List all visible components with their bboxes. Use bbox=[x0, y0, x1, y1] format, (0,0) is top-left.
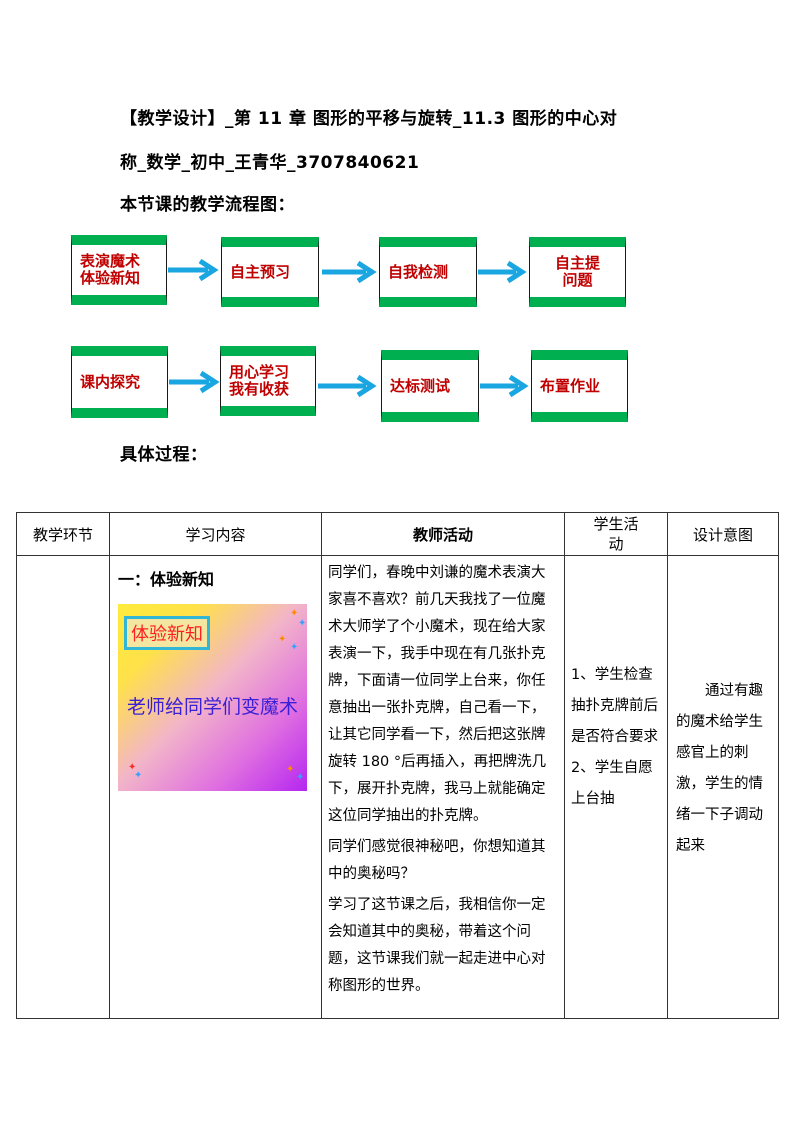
sparkle-icon: ✦ bbox=[290, 642, 299, 653]
flow-box-label: 布置作业 bbox=[540, 376, 601, 395]
sparkle-icon: ✦ bbox=[134, 770, 143, 781]
doc-title-line1: 【教学设计】_第 11 章 图形的平移与旋转_11.3 图形的中心对 bbox=[120, 109, 618, 129]
teacher-paragraph-1: 同学们，春晚中刘谦的魔术表演大家喜不喜欢？前几天我找了一位魔术大师学了个小魔术，… bbox=[328, 565, 547, 824]
flow-box-label: 达标测试 bbox=[390, 376, 451, 395]
flow-box-2-3: 达标测试 bbox=[381, 350, 479, 422]
sparkle-icon: ✦ bbox=[128, 762, 137, 773]
header-content: 学习内容 bbox=[109, 512, 322, 556]
flow-arrow-icon bbox=[168, 258, 219, 282]
flow-box-1-1: 表演魔术 体验新知 bbox=[71, 235, 167, 305]
flow-box-label: 表演魔术 体验新知 bbox=[80, 252, 141, 287]
doc-title-line2: 称_数学_初中_王青华_3707840621 bbox=[120, 153, 420, 173]
cell-student: 1、学生检查抽扑克牌前后是否符合要求 2、学生自愿上台抽 bbox=[564, 555, 668, 1019]
cell-teacher: 同学们，春晚中刘谦的魔术表演大家喜不喜欢？前几天我找了一位魔术大师学了个小魔术，… bbox=[321, 555, 565, 1019]
flow-box-1-2: 自主预习 bbox=[221, 237, 319, 307]
sparkle-icon: ✦ bbox=[286, 764, 295, 775]
teacher-paragraph-2: 同学们感觉很神秘吧，你想知道其中的奥秘吗？ bbox=[328, 839, 546, 882]
flow-box-label: 自我检测 bbox=[388, 262, 449, 281]
flow-box-2-1: 课内探究 bbox=[71, 346, 168, 418]
design-intent-text: 通过有趣的魔术给学生感官上的刺激，学生的情绪一下子调动起来 bbox=[676, 683, 763, 854]
student-activity-text: 1、学生检查抽扑克牌前后是否符合要求 2、学生自愿上台抽 bbox=[571, 667, 658, 807]
flow-box-1-3: 自我检测 bbox=[379, 237, 477, 307]
flow-arrow-icon bbox=[318, 374, 377, 398]
sparkle-icon: ✦ bbox=[290, 608, 299, 619]
flow-box-2-4: 布置作业 bbox=[531, 350, 628, 422]
flow-arrow-icon bbox=[478, 260, 527, 284]
flow-heading: 本节课的教学流程图： bbox=[120, 195, 295, 215]
cell-stage bbox=[16, 555, 110, 1019]
header-design: 设计意图 bbox=[667, 512, 779, 556]
flow-arrow-icon bbox=[322, 260, 377, 284]
process-heading: 具体过程： bbox=[120, 445, 208, 465]
image-tag: 体验新知 bbox=[124, 616, 210, 650]
flow-arrow-icon bbox=[169, 370, 220, 394]
flow-arrow-icon bbox=[480, 374, 529, 398]
flow-box-label: 用心学习 我有收获 bbox=[229, 363, 290, 398]
table-header-row: 教学环节 学习内容 教师活动 学生活 动 设计意图 bbox=[16, 512, 779, 556]
sparkle-icon: ✦ bbox=[298, 618, 307, 629]
flow-box-label: 自主提 问题 bbox=[554, 254, 600, 289]
cell-content: 一：体验新知 体验新知 老师给同学们变魔术 ✦ ✦ ✦ ✦ ✦ ✦ ✦ ✦ bbox=[109, 555, 322, 1019]
flow-box-label: 课内探究 bbox=[80, 372, 141, 391]
lesson-table: 教学环节 学习内容 教师活动 学生活 动 设计意图 一：体验新知 体验新知 老师… bbox=[16, 512, 779, 1019]
teacher-paragraph-3: 学习了这节课之后，我相信你一定会知道其中的奥秘，带着这个问题，这节课我们就一起走… bbox=[328, 897, 546, 994]
magic-image: 体验新知 老师给同学们变魔术 ✦ ✦ ✦ ✦ ✦ ✦ ✦ ✦ bbox=[118, 604, 307, 791]
flow-box-2-2: 用心学习 我有收获 bbox=[220, 346, 316, 416]
header-student: 学生活 动 bbox=[564, 512, 668, 556]
content-heading: 一：体验新知 bbox=[118, 570, 215, 589]
cell-design: 通过有趣的魔术给学生感官上的刺激，学生的情绪一下子调动起来 bbox=[667, 555, 779, 1019]
header-stage: 教学环节 bbox=[16, 512, 110, 556]
flow-box-1-4: 自主提 问题 bbox=[529, 237, 626, 307]
image-caption: 老师给同学们变魔术 bbox=[126, 696, 298, 718]
header-teacher: 教师活动 bbox=[321, 512, 565, 556]
sparkle-icon: ✦ bbox=[296, 772, 305, 783]
sparkle-icon: ✦ bbox=[278, 634, 287, 645]
flow-box-label: 自主预习 bbox=[230, 262, 291, 281]
table-row: 一：体验新知 体验新知 老师给同学们变魔术 ✦ ✦ ✦ ✦ ✦ ✦ ✦ ✦ 同学… bbox=[16, 555, 779, 1019]
